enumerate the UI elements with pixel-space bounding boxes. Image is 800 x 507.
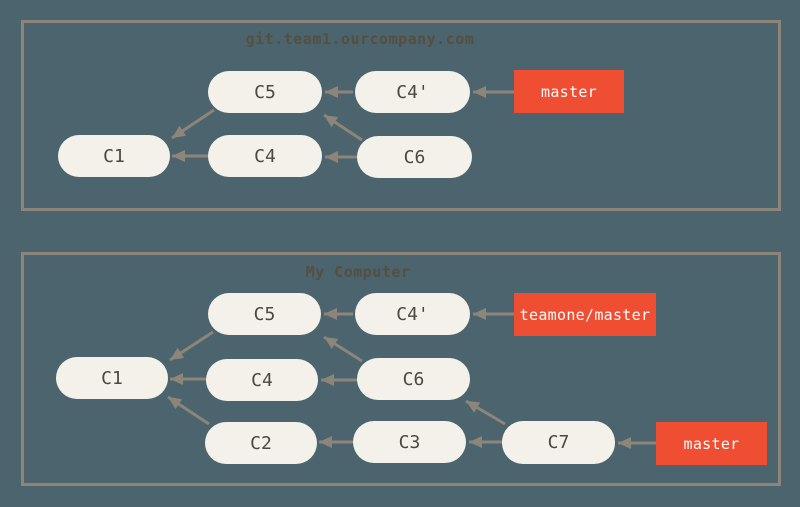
panel-remote-server-frame — [21, 20, 781, 211]
branch-label-master: master — [514, 70, 624, 113]
commit-node-c6: C6 — [357, 358, 470, 400]
commit-node-c6: C6 — [357, 136, 472, 178]
commit-node-c4-prime: C4' — [355, 71, 470, 113]
commit-node-c4: C4 — [208, 135, 322, 177]
edge-c5-to-c1 — [171, 108, 215, 140]
commit-node-c4: C4 — [206, 359, 318, 401]
commit-node-c5: C5 — [208, 293, 321, 335]
commit-node-c3: C3 — [353, 421, 466, 463]
panel-my-computer-title: My Computer — [305, 263, 411, 281]
commit-node-c7: C7 — [502, 421, 615, 464]
commit-node-c1: C1 — [58, 135, 170, 177]
edge-c5-to-c1 — [169, 330, 214, 362]
panel-my-computer-frame — [21, 252, 781, 486]
commit-node-c5: C5 — [208, 71, 322, 113]
edge-c6-to-c5 — [323, 113, 363, 142]
edge-c7-to-c6 — [465, 399, 506, 426]
edge-c2-to-c1 — [167, 395, 210, 426]
branch-label-master: master — [656, 422, 767, 465]
commit-node-c4-prime: C4' — [355, 293, 470, 335]
panel-remote-server-title: git.team1.ourcompany.com — [245, 30, 475, 48]
commit-node-c2: C2 — [205, 422, 317, 464]
edge-c6-to-c5 — [323, 335, 363, 363]
branch-label-teamone-master: teamone/master — [514, 293, 656, 336]
commit-node-c1: C1 — [56, 357, 168, 399]
